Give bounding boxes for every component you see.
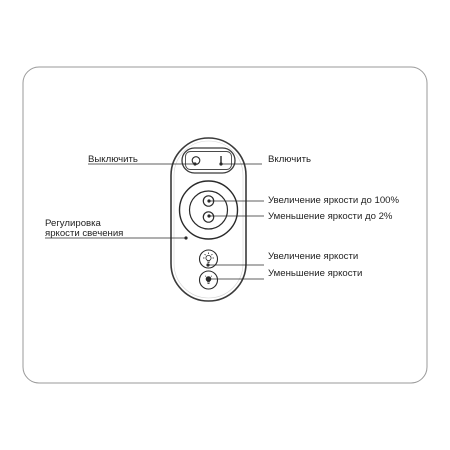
label-brightness-up: Увеличение яркости <box>268 251 358 262</box>
leader-up-dot <box>206 263 210 267</box>
leader-off-dot <box>193 162 197 166</box>
leader-down-dot <box>206 277 210 281</box>
label-brightness-max: Увеличение яркости до 100% <box>268 195 400 206</box>
outer-frame <box>22 66 428 384</box>
label-ring-line1: Регулировка <box>45 218 102 229</box>
leader-on-dot <box>219 162 223 166</box>
brightness-up-button-circle[interactable] <box>198 249 219 269</box>
label-brightness-min: Уменьшение яркости до 2% <box>268 211 393 222</box>
label-on: Включить <box>268 154 311 165</box>
brightness-ring-inner <box>188 190 229 230</box>
label-brightness-down: Уменьшение яркости <box>268 268 362 279</box>
brightness-ring[interactable] <box>178 180 239 240</box>
brightness-up-button[interactable] <box>198 249 219 269</box>
leader-min-dot <box>207 214 211 218</box>
bulb-up-icon <box>203 252 214 263</box>
power-switch[interactable] <box>181 147 236 174</box>
leader-ring-dot <box>184 236 188 240</box>
label-ring-line2: яркости свечения <box>45 228 123 239</box>
label-off: Выключить <box>88 154 138 165</box>
leader-lines <box>45 162 264 281</box>
leader-max-dot <box>207 199 211 203</box>
remote-inner-edge <box>173 140 244 299</box>
